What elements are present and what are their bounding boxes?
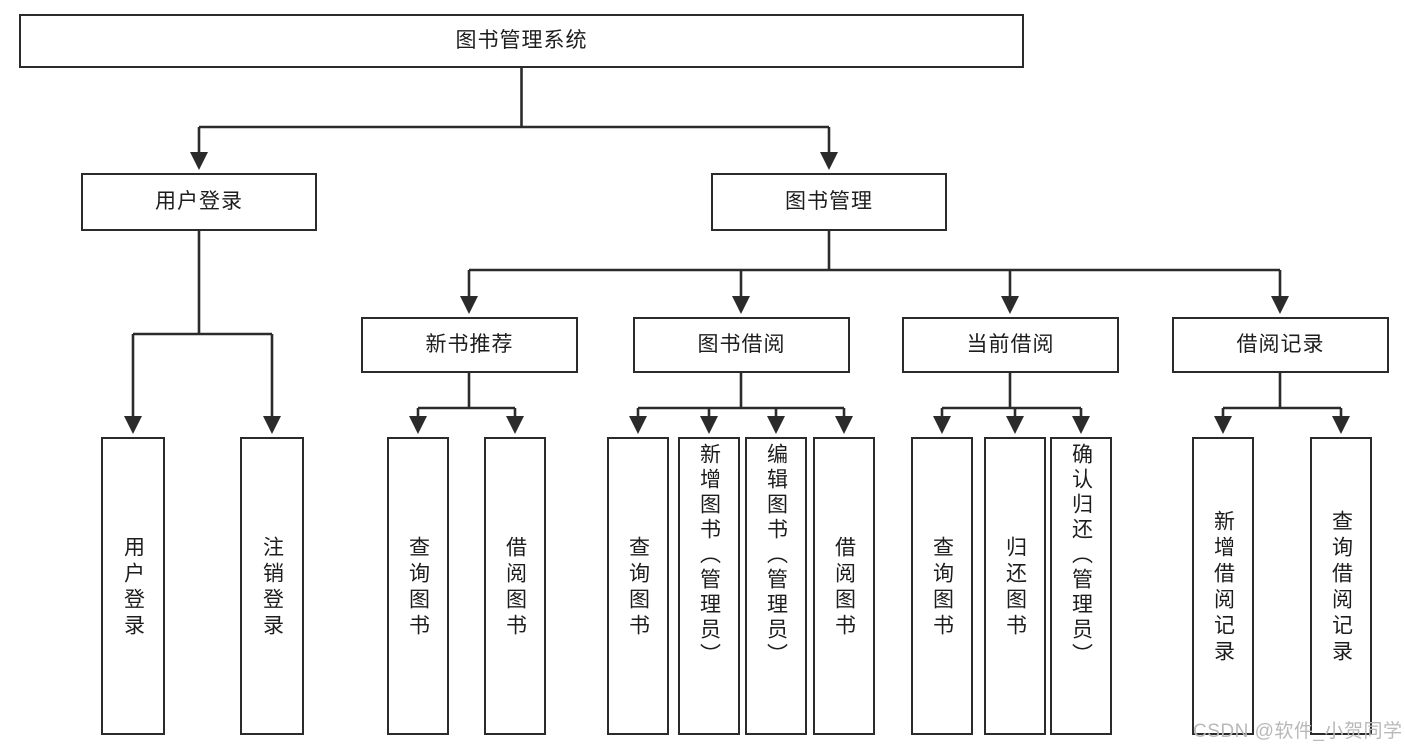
node-leaf-add-record[interactable]: 新增借阅记录 [1192,437,1254,735]
node-leaf-query-record[interactable]: 查询借阅记录 [1310,437,1372,735]
node-current-borrow[interactable]: 当前借阅 [902,317,1119,373]
node-leaf-edit-book[interactable]: 编辑图书（管理员） [745,437,807,735]
node-leaf-query-book-1-label: 查询图书 [406,536,430,640]
csdn-watermark: CSDN @软件_小贺同学 [1193,721,1403,742]
node-leaf-user-logout[interactable]: 注销登录 [240,437,304,735]
node-leaf-borrow-book-2[interactable]: 借阅图书 [813,437,875,735]
node-leaf-query-book-1[interactable]: 查询图书 [387,437,449,735]
node-leaf-user-logout-label: 注销登录 [260,536,284,640]
node-leaf-return-book[interactable]: 归还图书 [984,437,1046,735]
node-book-manage[interactable]: 图书管理 [711,173,947,231]
node-leaf-borrow-book-2-label: 借阅图书 [832,536,856,640]
node-leaf-query-book-3-label: 查询图书 [930,536,954,640]
node-book-borrow[interactable]: 图书借阅 [633,317,850,373]
node-book-borrow-label: 图书借阅 [697,332,786,356]
node-leaf-add-book-label: 新增图书（管理员） [697,443,721,668]
node-borrow-record-label: 借阅记录 [1236,332,1325,356]
node-root[interactable]: 图书管理系统 [19,14,1024,68]
node-borrow-record[interactable]: 借阅记录 [1172,317,1389,373]
node-leaf-query-book-2-label: 查询图书 [626,536,650,640]
node-book-manage-label: 图书管理 [785,189,873,213]
node-leaf-user-login[interactable]: 用户登录 [101,437,165,735]
node-user-login-label: 用户登录 [155,189,243,213]
node-leaf-add-record-label: 新增借阅记录 [1211,510,1235,666]
node-new-book-rec[interactable]: 新书推荐 [361,317,578,373]
node-leaf-borrow-book-1-label: 借阅图书 [503,536,527,640]
node-root-label: 图书管理系统 [455,28,588,52]
node-new-book-rec-label: 新书推荐 [425,332,514,356]
node-leaf-confirm-return-label: 确认归还（管理员） [1069,443,1093,668]
node-current-borrow-label: 当前借阅 [966,332,1055,356]
node-leaf-user-login-label: 用户登录 [121,536,145,640]
node-leaf-query-record-label: 查询借阅记录 [1329,510,1353,666]
node-leaf-query-book-3[interactable]: 查询图书 [911,437,973,735]
node-leaf-return-book-label: 归还图书 [1003,536,1027,640]
node-leaf-confirm-return[interactable]: 确认归还（管理员） [1050,437,1112,735]
node-leaf-add-book[interactable]: 新增图书（管理员） [678,437,740,735]
node-leaf-borrow-book-1[interactable]: 借阅图书 [484,437,546,735]
node-leaf-query-book-2[interactable]: 查询图书 [607,437,669,735]
node-leaf-edit-book-label: 编辑图书（管理员） [764,443,788,668]
node-user-login[interactable]: 用户登录 [81,173,317,231]
